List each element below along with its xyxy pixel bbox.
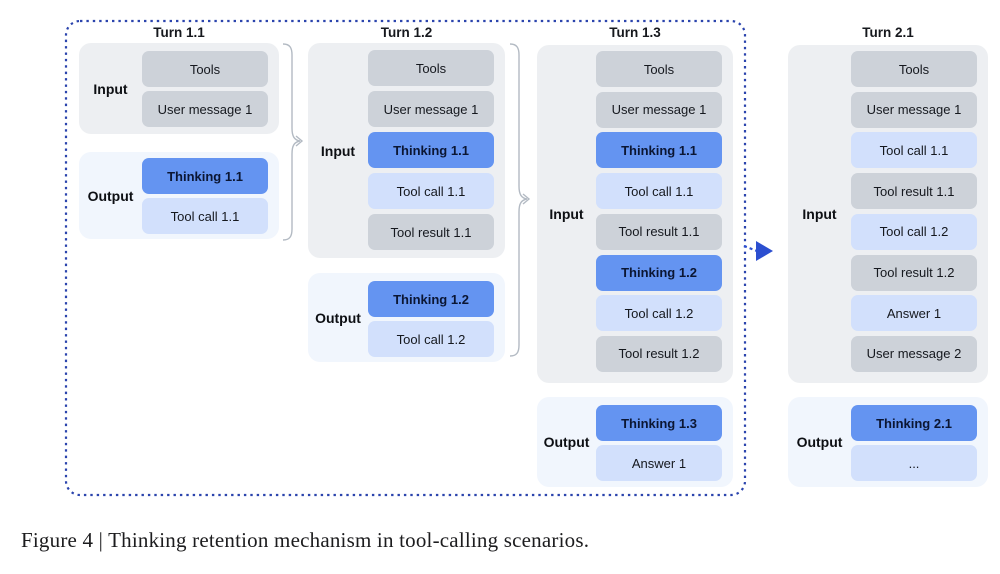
input-label: Input bbox=[549, 206, 584, 222]
input-label: Input bbox=[802, 206, 837, 222]
box-answer-1: Answer 1 bbox=[596, 445, 722, 481]
box-tools: Tools bbox=[142, 51, 268, 87]
box-user-message-2: User message 2 bbox=[851, 335, 977, 372]
box-tool-result-1.2: Tool result 1.2 bbox=[596, 335, 722, 372]
box-thinking-1.3: Thinking 1.3 bbox=[596, 405, 722, 441]
box-user-message-1: User message 1 bbox=[851, 91, 977, 128]
box-thinking-1.1: Thinking 1.1 bbox=[142, 158, 268, 194]
box-tool-result-1.1: Tool result 1.1 bbox=[368, 214, 494, 250]
box-tools: Tools bbox=[368, 50, 494, 86]
box-thinking-1.2: Thinking 1.2 bbox=[596, 254, 722, 291]
box-tool-call-1.1: Tool call 1.1 bbox=[596, 173, 722, 210]
box-tool-call-1.2: Tool call 1.2 bbox=[368, 321, 494, 357]
box-ellipsis: ... bbox=[851, 445, 977, 481]
box-user-message-1: User message 1 bbox=[368, 91, 494, 127]
input-label: Input bbox=[320, 142, 356, 159]
output-label: Output bbox=[87, 187, 134, 204]
box-tool-call-1.2: Tool call 1.2 bbox=[596, 295, 722, 332]
box-tools: Tools bbox=[851, 51, 977, 87]
box-thinking-1.1: Thinking 1.1 bbox=[596, 132, 722, 169]
turn-boundary-arrow-icon bbox=[743, 241, 773, 261]
title-turn-1.1: Turn 1.1 bbox=[153, 25, 205, 40]
brace-turn1-2-to-turn1-3-icon bbox=[509, 43, 531, 357]
box-tool-call-1.1: Tool call 1.1 bbox=[368, 173, 494, 209]
output-label: Output bbox=[543, 434, 590, 450]
output-label: Output bbox=[796, 434, 843, 450]
box-tool-result-1.1: Tool result 1.1 bbox=[851, 173, 977, 210]
box-thinking-1.2: Thinking 1.2 bbox=[368, 281, 494, 317]
output-label: Output bbox=[315, 309, 361, 326]
box-tool-call-1.1: Tool call 1.1 bbox=[142, 198, 268, 234]
figure-caption: Figure 4 | Thinking retention mechanism … bbox=[21, 528, 590, 552]
box-tool-result-1.2: Tool result 1.2 bbox=[851, 254, 977, 291]
box-thinking-1.1: Thinking 1.1 bbox=[368, 132, 494, 168]
brace-turn1-1-to-turn1-2-icon bbox=[282, 43, 304, 241]
box-user-message-1: User message 1 bbox=[142, 91, 268, 127]
title-turn-2.1: Turn 2.1 bbox=[862, 25, 914, 40]
box-tool-result-1.1: Tool result 1.1 bbox=[596, 213, 722, 250]
turn-2.1-output-group: Output Thinking 2.1... bbox=[788, 397, 988, 487]
box-user-message-1: User message 1 bbox=[596, 91, 722, 128]
title-turn-1.2: Turn 1.2 bbox=[380, 25, 433, 40]
box-answer-1: Answer 1 bbox=[851, 295, 977, 332]
box-thinking-2.1: Thinking 2.1 bbox=[851, 405, 977, 441]
box-tool-call-1.1: Tool call 1.1 bbox=[851, 132, 977, 169]
box-tools: Tools bbox=[596, 51, 722, 87]
title-turn-1.3: Turn 1.3 bbox=[609, 25, 661, 40]
input-label: Input bbox=[93, 80, 128, 97]
box-tool-call-1.2: Tool call 1.2 bbox=[851, 213, 977, 250]
